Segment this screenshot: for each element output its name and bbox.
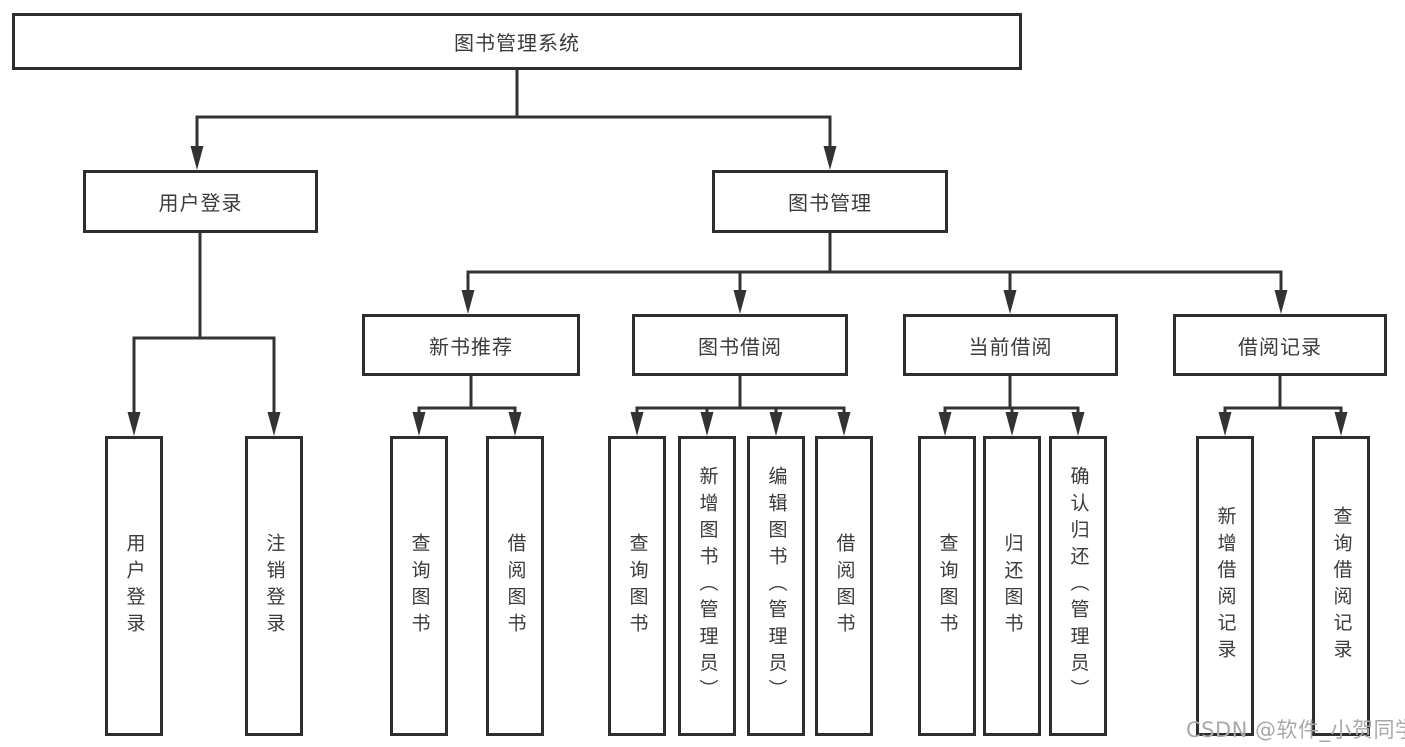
leaf-borrow-books-recommend: 借阅图书 [486, 436, 544, 736]
leaf-add-book-admin: 新增图书（管理员） [678, 436, 736, 736]
node-library-management-system: 图书管理系统 [12, 13, 1022, 70]
leaf-logout: 注销登录 [245, 436, 303, 736]
leaf-return-books: 归还图书 [983, 436, 1041, 736]
leaf-edit-book-admin: 编辑图书（管理员） [747, 436, 805, 736]
node-new-book-recommendation: 新书推荐 [362, 314, 580, 376]
edge-book-management-to-level3 [461, 233, 1288, 314]
edge-new-book-recommendation-to-leaves [412, 376, 522, 436]
leaf-add-borrow-record: 新增借阅记录 [1196, 436, 1254, 736]
leaf-query-borrow-record: 查询借阅记录 [1312, 436, 1370, 736]
leaf-query-books-recommend: 查询图书 [390, 436, 448, 736]
edge-borrowing-records-to-leaves [1218, 376, 1348, 436]
leaf-confirm-return-admin: 确认归还（管理员） [1049, 436, 1107, 736]
leaf-user-login: 用户登录 [105, 436, 163, 736]
node-current-borrowing: 当前借阅 [903, 314, 1118, 376]
node-user-login: 用户登录 [83, 170, 318, 233]
leaf-query-books-current: 查询图书 [918, 436, 976, 736]
leaf-query-books-borrowing: 查询图书 [608, 436, 666, 736]
leaf-borrow-books: 借阅图书 [815, 436, 873, 736]
node-borrowing-records: 借阅记录 [1173, 314, 1387, 376]
edge-current-borrowing-to-leaves [938, 376, 1085, 436]
node-book-borrowing: 图书借阅 [632, 314, 848, 376]
edge-user-login-to-leaves [127, 233, 281, 436]
node-book-management: 图书管理 [712, 170, 948, 233]
edge-book-borrowing-to-leaves [630, 376, 851, 436]
edge-root-to-level2 [190, 70, 837, 170]
csdn-watermark: CSDN @软件_小贺同学 [1186, 718, 1405, 742]
